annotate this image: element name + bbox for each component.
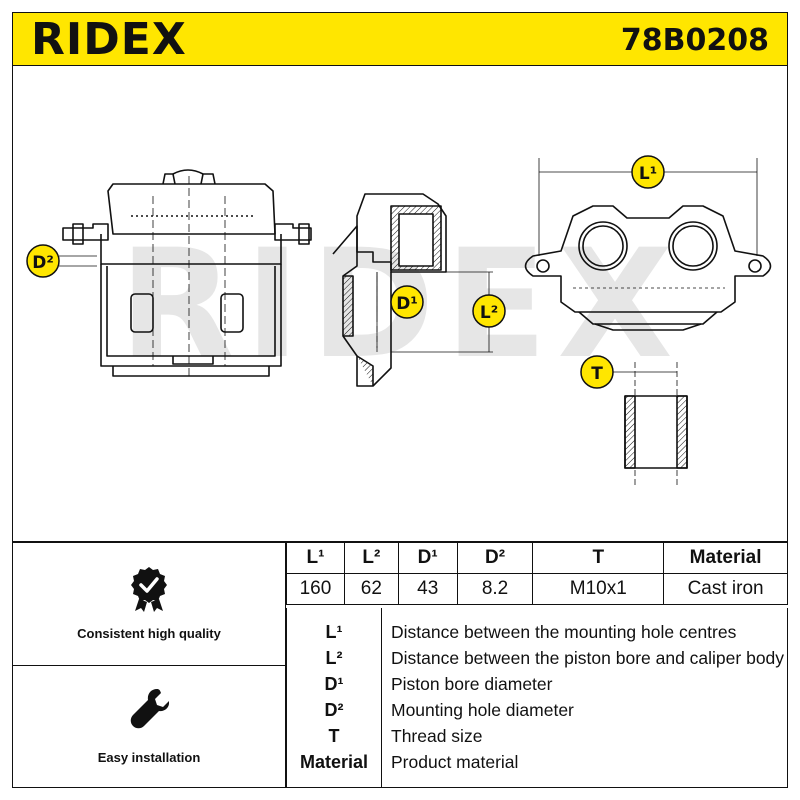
wrench-icon <box>130 689 170 729</box>
front-view <box>59 169 312 377</box>
brand-logo: RIDEX <box>31 14 187 65</box>
spec-table: L¹ L² D¹ D² T Material 160 62 43 8.2 M10… <box>286 542 788 605</box>
badge-d2: D² <box>26 244 60 278</box>
badge-l2: L² <box>472 294 506 328</box>
spec-section: Consistent high quality Easy installatio… <box>12 542 788 788</box>
feature-installation-label: Easy installation <box>97 750 201 765</box>
spec-value-d2: 8.2 <box>456 573 534 605</box>
legend-key: D¹ <box>324 674 344 694</box>
legend-row: T Thread size <box>287 723 787 749</box>
spec-header-l2: L² <box>343 542 399 574</box>
legend-text: Product material <box>391 752 519 772</box>
legend-divider <box>381 608 382 788</box>
thread-view <box>613 362 688 486</box>
legend-row: L² Distance between the piston bore and … <box>287 645 787 671</box>
legend-text: Piston bore diameter <box>391 674 553 694</box>
top-view <box>524 158 772 331</box>
legend-row: D² Mounting hole diameter <box>287 697 787 723</box>
badge-d1-label: D¹ <box>396 294 418 314</box>
badge-l1: L¹ <box>631 155 665 189</box>
legend-text: Distance between the piston bore and cal… <box>391 648 785 668</box>
spec-header-l1: L¹ <box>286 542 345 574</box>
legend-key: L¹ <box>325 622 343 642</box>
spec-value-l1: 160 <box>286 573 345 605</box>
side-view <box>332 193 493 387</box>
technical-drawing: RIDEX <box>12 66 788 542</box>
feature-quality-label: Consistent high quality <box>77 626 221 641</box>
legend-text: Distance between the mounting hole centr… <box>391 622 737 642</box>
quality-badge-icon <box>131 567 167 612</box>
features-panel: Consistent high quality Easy installatio… <box>12 542 286 788</box>
legend-text: Thread size <box>391 726 483 746</box>
legend-text: Mounting hole diameter <box>391 700 574 720</box>
feature-installation: Easy installation <box>13 687 285 765</box>
legend-key: T <box>328 726 340 746</box>
legend-panel: L¹ Distance between the mounting hole ce… <box>286 608 788 788</box>
badge-d1: D¹ <box>390 285 424 319</box>
legend-key: Material <box>299 752 369 772</box>
legend-key: D² <box>324 700 344 720</box>
spec-value-d1: 43 <box>397 573 458 605</box>
badge-l1-label: L¹ <box>639 164 657 184</box>
spec-value-material: Cast iron <box>663 573 788 605</box>
badge-d2-label: D² <box>32 253 54 273</box>
spec-value-t: M10x1 <box>532 573 665 605</box>
header-bar: RIDEX 78B0208 <box>12 12 788 66</box>
spec-value-row: 160 62 43 8.2 M10x1 Cast iron <box>286 573 788 605</box>
spec-header-t: T <box>532 542 665 574</box>
legend-row: D¹ Piston bore diameter <box>287 671 787 697</box>
part-number: 78B0208 <box>620 23 769 58</box>
badge-l2-label: L² <box>480 303 498 323</box>
feature-divider <box>13 665 285 666</box>
legend-row: L¹ Distance between the mounting hole ce… <box>287 619 787 645</box>
caliper-drawing: RIDEX <box>26 155 772 486</box>
spec-header-d1: D¹ <box>397 542 458 574</box>
legend-row: Material Product material <box>287 749 787 775</box>
spec-header-material: Material <box>663 542 788 574</box>
spec-value-l2: 62 <box>343 573 399 605</box>
legend-key: L² <box>325 648 343 668</box>
spec-header-d2: D² <box>456 542 534 574</box>
feature-quality: Consistent high quality <box>13 565 285 641</box>
spec-header-row: L¹ L² D¹ D² T Material <box>286 542 788 574</box>
badge-t-label: T <box>591 364 603 384</box>
badge-t: T <box>580 355 614 389</box>
